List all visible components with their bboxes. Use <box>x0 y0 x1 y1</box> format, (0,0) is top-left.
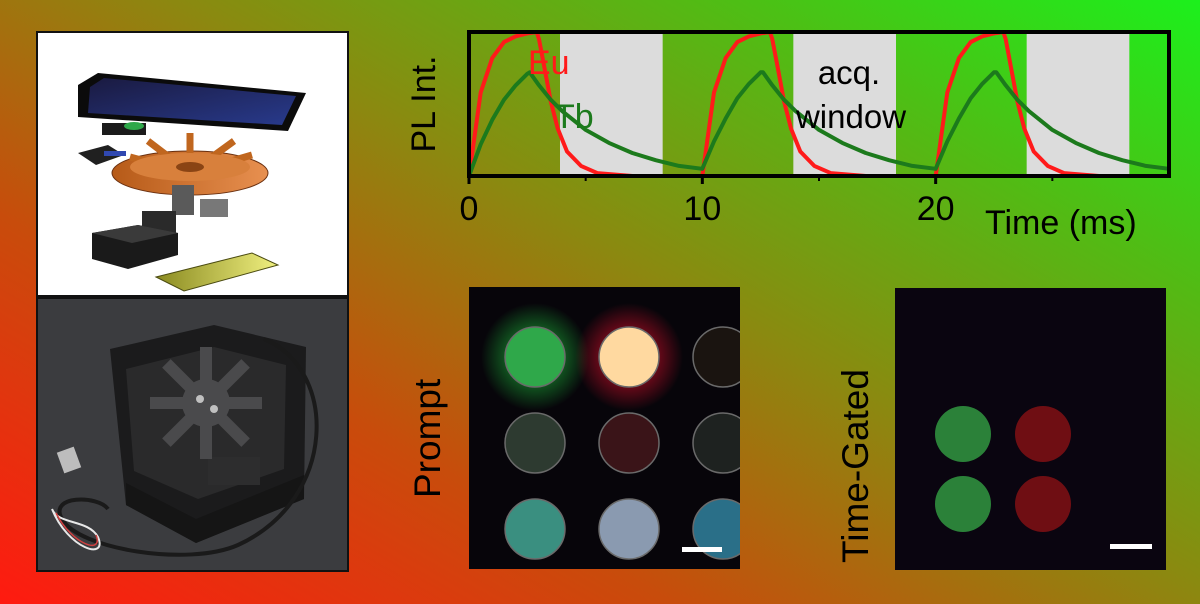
series-layer <box>467 30 1170 178</box>
y-axis-label: PL Int. <box>405 55 443 152</box>
x-tick-label-20: 20 <box>917 190 955 228</box>
scale-bar-icon <box>1110 544 1152 549</box>
prompt-well <box>692 412 740 474</box>
time-gated-well <box>935 476 991 532</box>
series-label-tb: Tb <box>554 98 594 136</box>
acq-window-0 <box>560 32 663 176</box>
time-gated-label: Time-Gated <box>835 369 876 563</box>
time-gated-well <box>1015 406 1071 462</box>
series-line-eu <box>467 30 1169 178</box>
tick-layer: 0 10 20 <box>460 176 1054 228</box>
prompt-well <box>692 326 740 388</box>
prompt-well <box>504 498 566 560</box>
exploded-device-render-icon <box>78 73 306 292</box>
prompt-label: Prompt <box>407 378 448 498</box>
acquisition-window-layer <box>560 32 1130 176</box>
series-line-tb <box>467 70 1170 177</box>
acq-window-1 <box>793 32 896 176</box>
x-axis-label: Time (ms) <box>985 204 1137 242</box>
x-tick-label-10: 10 <box>683 190 721 228</box>
acq-window-2 <box>1026 32 1130 176</box>
pl-intensity-chart: 0 10 20 PL Int. Time (ms) Eu Tb acq. windo… <box>405 30 1171 242</box>
time-gated-well-grid <box>935 406 1071 532</box>
device-render-panel <box>36 31 349 297</box>
prompt-well <box>598 326 660 388</box>
series-label-eu: Eu <box>528 44 570 82</box>
scale-bar-icon <box>682 547 722 552</box>
prompt-well <box>598 412 660 474</box>
device-photo-icon <box>38 299 347 570</box>
acq-window-annotation-line1: acq. <box>818 54 880 91</box>
prompt-well <box>692 498 740 560</box>
prompt-well-grid <box>481 303 740 560</box>
x-tick-label-0: 0 <box>460 190 479 228</box>
time-gated-well <box>1015 476 1071 532</box>
time-gated-image-panel <box>895 288 1166 570</box>
prompt-well <box>598 498 660 560</box>
prompt-image-panel <box>469 287 740 569</box>
acq-window-annotation-line2: window <box>795 98 906 135</box>
device-photo-panel <box>36 297 349 572</box>
prompt-well <box>504 412 566 474</box>
time-gated-well <box>935 406 991 462</box>
prompt-well <box>504 326 566 388</box>
